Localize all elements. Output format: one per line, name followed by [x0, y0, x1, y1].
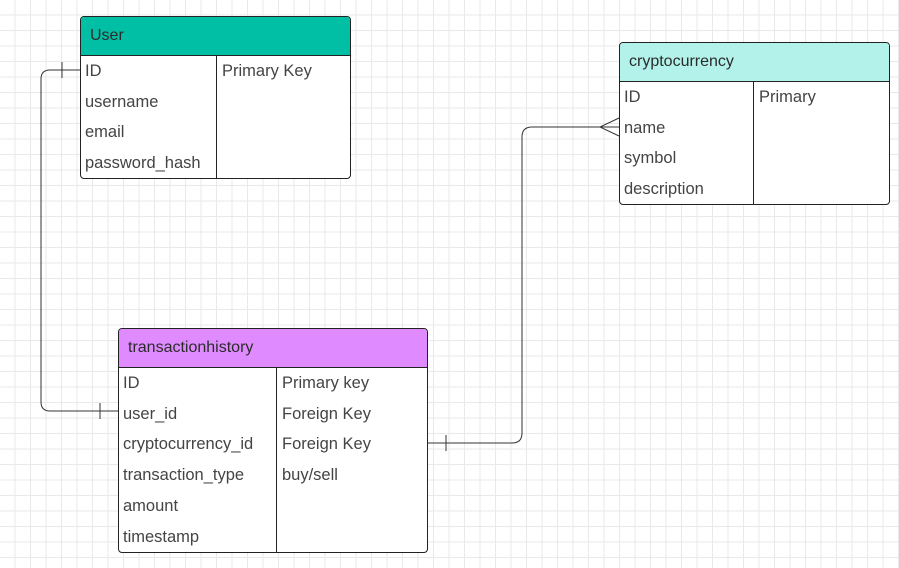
- user-column-divider: [216, 56, 217, 178]
- transactionhistory-entity-header[interactable]: transactionhistory: [119, 329, 427, 368]
- field-key: Primary key: [282, 373, 370, 392]
- cryptocurrency-field-row[interactable]: name: [620, 113, 889, 144]
- field-name: symbol: [624, 149, 677, 168]
- transactionhistory-field-row[interactable]: timestamp: [119, 522, 427, 552]
- transactionhistory-entity-title: transactionhistory: [128, 339, 254, 356]
- user-entity-header[interactable]: User: [81, 17, 350, 56]
- transaction-crypto-relationship[interactable]: [428, 117, 620, 451]
- field-name: timestamp: [123, 527, 200, 546]
- cryptocurrency-entity-body: ID Primary name symbol description: [620, 82, 889, 204]
- transactionhistory-field-row[interactable]: transaction_type buy/sell: [119, 460, 427, 491]
- user-field-row[interactable]: password_hash: [81, 148, 350, 178]
- field-name: ID: [85, 61, 102, 80]
- user-entity-title: User: [90, 27, 124, 44]
- transactionhistory-entity-body: ID Primary key user_id Foreign Key crypt…: [119, 368, 427, 552]
- user-entity[interactable]: User ID Primary Key username email passw…: [80, 16, 351, 179]
- field-name: amount: [123, 497, 179, 516]
- crypto-end-many-marker: [598, 117, 620, 137]
- user-field-row[interactable]: email: [81, 118, 350, 149]
- field-key: Foreign Key: [282, 435, 371, 454]
- cryptocurrency-entity-header[interactable]: cryptocurrency: [620, 43, 889, 82]
- field-key: Primary: [759, 87, 816, 106]
- transaction-crypto-connector-line[interactable]: [428, 126, 619, 444]
- field-name: email: [85, 123, 125, 142]
- transactionhistory-field-row[interactable]: cryptocurrency_id Foreign Key: [119, 430, 427, 461]
- transactionhistory-field-row[interactable]: amount: [119, 491, 427, 522]
- user-entity-body: ID Primary Key username email password_h…: [81, 56, 350, 178]
- transactionhistory-entity[interactable]: transactionhistory ID Primary key user_i…: [118, 328, 428, 553]
- field-name: password_hash: [85, 154, 201, 173]
- field-name: username: [85, 92, 159, 111]
- user-field-row[interactable]: username: [81, 87, 350, 118]
- transactionhistory-column-divider: [276, 368, 277, 552]
- field-name: ID: [624, 87, 641, 106]
- cryptocurrency-field-row[interactable]: ID Primary: [620, 82, 889, 113]
- cryptocurrency-column-divider: [753, 82, 754, 204]
- cryptocurrency-entity[interactable]: cryptocurrency ID Primary name symbol de…: [619, 42, 890, 205]
- field-name: ID: [123, 373, 140, 392]
- field-key: Foreign Key: [282, 404, 371, 423]
- transactionhistory-field-row[interactable]: ID Primary key: [119, 368, 427, 399]
- cryptocurrency-entity-title: cryptocurrency: [629, 53, 734, 70]
- field-name: description: [624, 180, 704, 199]
- field-key: Primary Key: [222, 61, 312, 80]
- user-field-row[interactable]: ID Primary Key: [81, 56, 350, 87]
- transactionhistory-field-row[interactable]: user_id Foreign Key: [119, 399, 427, 430]
- field-key: buy/sell: [282, 466, 338, 485]
- cryptocurrency-field-row[interactable]: symbol: [620, 144, 889, 175]
- field-name: transaction_type: [123, 466, 245, 485]
- field-name: user_id: [123, 404, 178, 423]
- field-name: name: [624, 118, 666, 137]
- field-name: cryptocurrency_id: [123, 435, 254, 454]
- cryptocurrency-field-row[interactable]: description: [620, 174, 889, 204]
